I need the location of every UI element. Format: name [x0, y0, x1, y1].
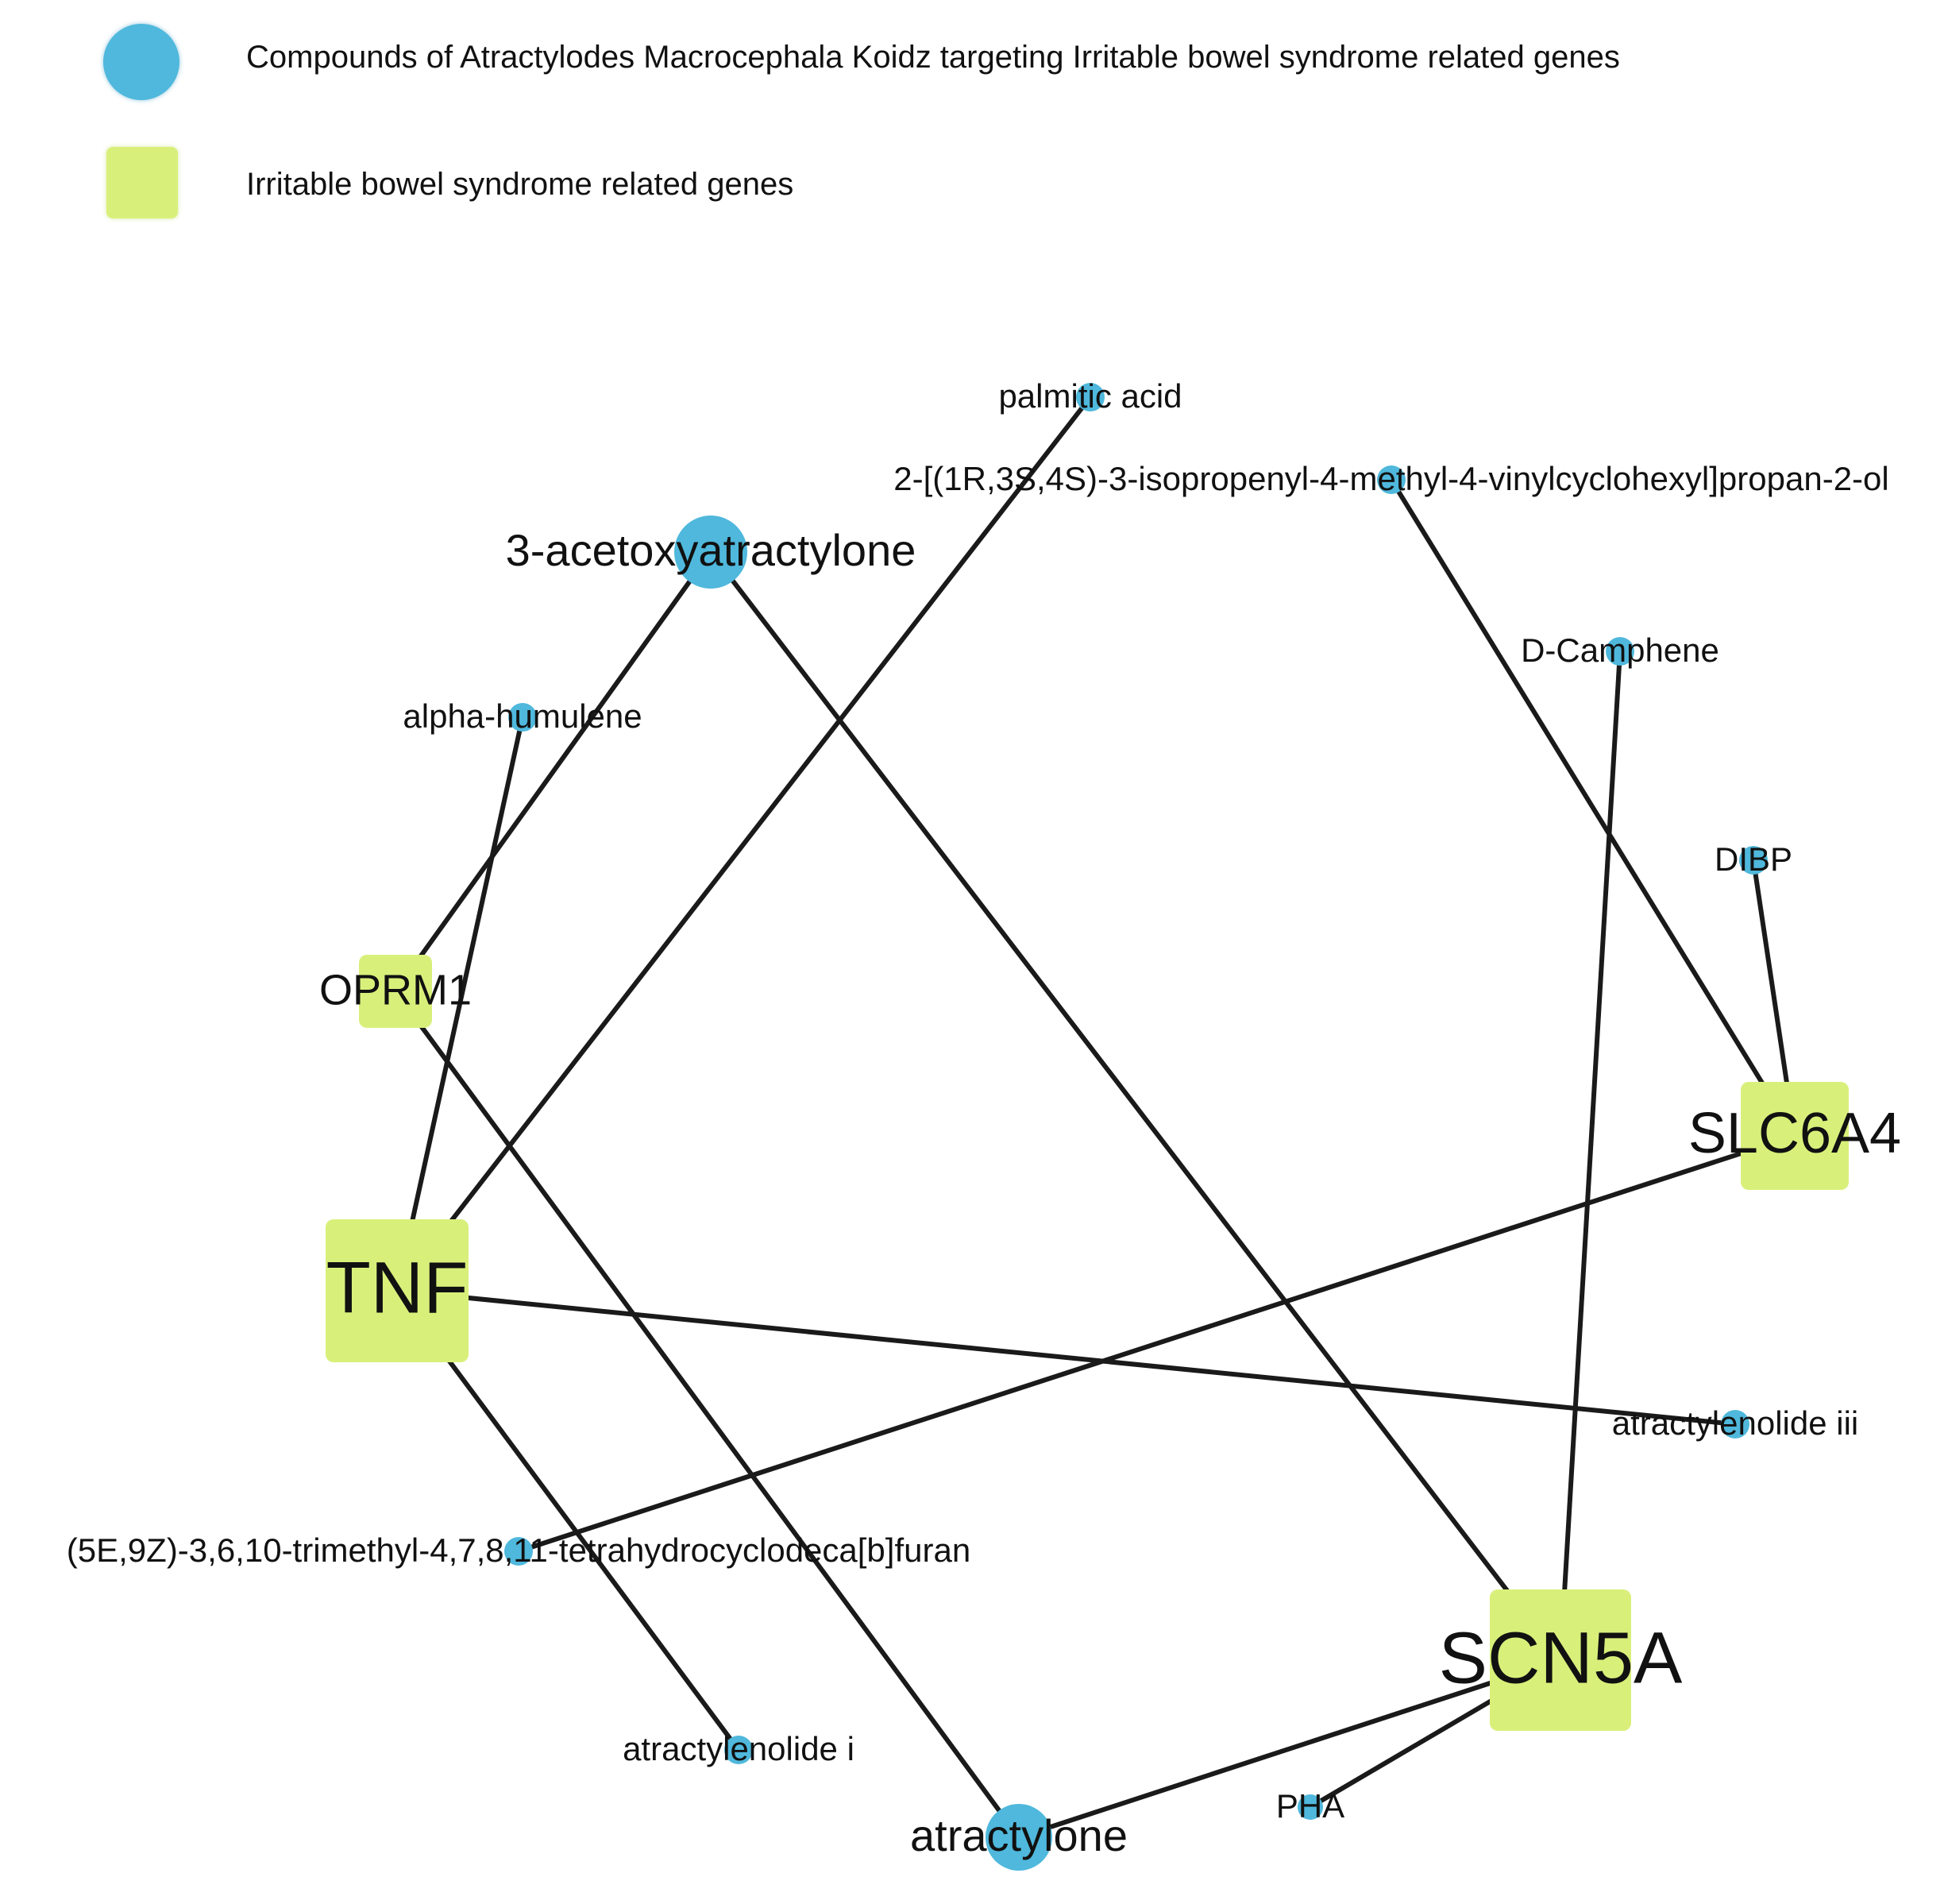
edge-tnf-palmitic — [395, 396, 1093, 1292]
edge-tnf-atri — [395, 1289, 741, 1751]
node-label-propanol: 2-[(1R,3S,4S)-3-isopropenyl-4-methyl-4-v… — [893, 460, 1888, 497]
compound-node-atriii[interactable] — [1721, 1410, 1749, 1439]
node-label-pha: PHA — [1276, 1787, 1344, 1825]
labels-layer: TNF SCN5A SLC6A4 OPRM1 palmitic acid 2-[(1R,3… — [67, 377, 1901, 1860]
edge-scn5a-acetoxy — [708, 550, 1563, 1662]
edge-slc6a4-propanol — [1389, 478, 1797, 1137]
gene-node-scn5a[interactable] — [1490, 1589, 1631, 1731]
compound-node-humulene[interactable] — [508, 703, 537, 732]
node-label-oprm1: OPRM1 — [319, 966, 472, 1014]
edge-scn5a-dcamphene — [1558, 651, 1622, 1661]
edge-oprm1-atractylone — [393, 990, 1021, 1839]
legend-gene — [103, 147, 178, 218]
compound-node-pha[interactable] — [1298, 1794, 1323, 1820]
compound-legend-marker — [103, 24, 179, 100]
node-label-atriii: atractylenolide iii — [1612, 1404, 1859, 1442]
edge-tnf-atriii — [396, 1288, 1736, 1427]
gene-node-tnf[interactable] — [326, 1219, 469, 1362]
edge-tnf-humulene — [395, 716, 525, 1292]
compound-node-furan[interactable] — [504, 1537, 533, 1566]
compound-node-palmitic[interactable] — [1076, 383, 1105, 411]
compound-node-atractylone[interactable] — [986, 1804, 1052, 1871]
node-label-scn5a: SCN5A — [1439, 1617, 1683, 1698]
node-label-dibp: DIBP — [1715, 840, 1792, 878]
node-label-acetoxy: 3-acetoxyatractylone — [506, 525, 916, 575]
edge-oprm1-acetoxy — [393, 550, 713, 993]
node-label-humulene: alpha-humulene — [403, 697, 642, 735]
compound-node-acetoxy[interactable] — [674, 516, 747, 589]
legend-compound — [103, 24, 179, 100]
node-label-tnf: TNF — [326, 1247, 469, 1328]
edge-slc6a4-furan — [518, 1134, 1796, 1554]
compound-node-atri[interactable] — [724, 1736, 753, 1764]
compound-node-dibp[interactable] — [1739, 846, 1768, 875]
edge-scn5a-atractylone — [1018, 1658, 1561, 1840]
legend-gene-label: Irritable bowel syndrome related genes — [246, 167, 794, 202]
gene-legend-marker — [106, 147, 178, 218]
compound-node-dcamphene[interactable] — [1606, 637, 1634, 666]
node-label-dcamphene: D-Camphene — [1521, 631, 1719, 669]
gene-node-oprm1[interactable] — [359, 955, 432, 1028]
node-label-atractylone: atractylone — [910, 1810, 1128, 1860]
gene-node-slc6a4[interactable] — [1741, 1082, 1849, 1190]
edges-layer — [393, 396, 1797, 1840]
compound-node-propanol[interactable] — [1377, 465, 1406, 494]
node-label-slc6a4: SLC6A4 — [1688, 1102, 1901, 1165]
node-label-palmitic: palmitic acid — [998, 377, 1182, 415]
node-label-furan: (5E,9Z)-3,6,10-trimethyl-4,7,8,11-tetrah… — [67, 1531, 970, 1569]
nodes-layer — [326, 383, 1849, 1871]
legend-compound-label: Compounds of Atractylodes Macrocephala K… — [246, 40, 1620, 75]
node-label-atri: atractylenolide i — [623, 1730, 854, 1767]
